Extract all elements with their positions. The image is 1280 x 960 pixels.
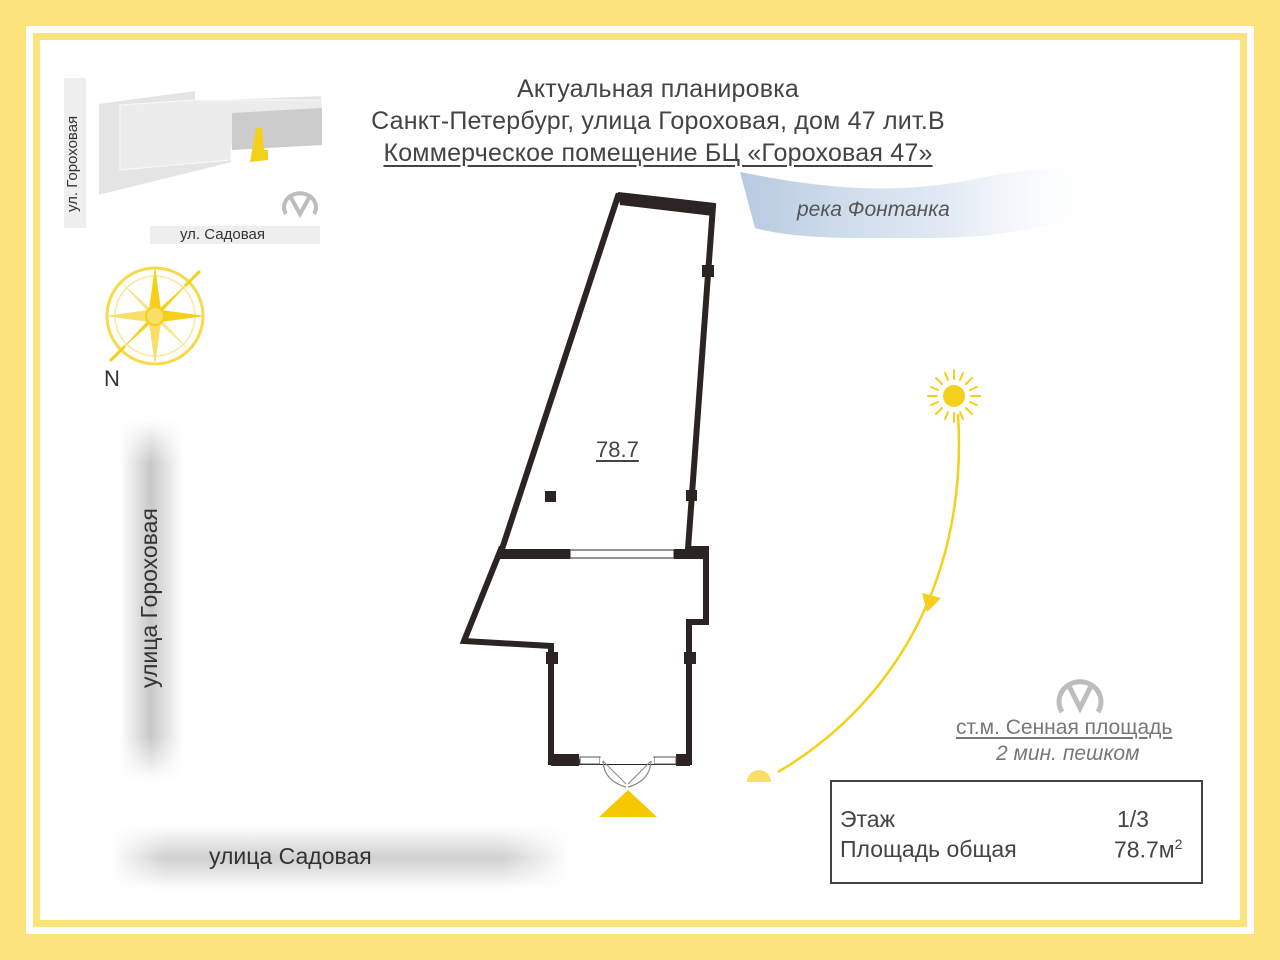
river-label: река Фонтанка — [797, 198, 950, 221]
header-title: Актуальная планировка — [516, 75, 800, 103]
river-shape — [740, 168, 1085, 239]
room-area-label: 78.7 — [596, 437, 639, 462]
minimap-street-sadovaya: ул. Садовая — [180, 226, 265, 243]
floor-value: 1/3 — [1117, 806, 1149, 832]
sun-path — [747, 413, 961, 782]
metro-walk-label: 2 мин. пешком — [996, 742, 1140, 765]
street-sadovaya — [110, 826, 570, 890]
floor-plan — [459, 192, 717, 817]
entrance-arrow-icon — [599, 790, 657, 817]
sun-icon — [927, 369, 981, 423]
area-label: Площадь общая — [840, 836, 1017, 862]
header-address: Санкт-Петербург, улица Гороховая, дом 47… — [371, 107, 945, 135]
minimap — [64, 78, 323, 244]
info-box: Этаж 1/3 Площадь общая 78.7м2 — [830, 780, 1203, 884]
area-value: 78.7м2 — [1114, 836, 1182, 864]
area-value-number: 78.7м — [1114, 836, 1175, 863]
compass-rose-icon — [105, 266, 205, 366]
area-unit-sup: 2 — [1174, 836, 1183, 852]
street-sadovaya-label: улица Садовая — [209, 843, 372, 869]
floor-label: Этаж — [840, 806, 895, 832]
street-gorokhovaya — [120, 420, 182, 780]
header-object: Коммерческое помещение БЦ «Гороховая 47» — [383, 139, 933, 167]
street-gorokhovaya-label: улица Гороховая — [136, 508, 162, 688]
minimap-street-gorokhovaya: ул. Гороховая — [64, 115, 81, 212]
entrance-door-icon — [602, 760, 652, 788]
minimap-metro-icon — [282, 191, 318, 219]
metro-station-label: ст.м. Сенная площадь — [956, 716, 1173, 739]
metro-icon — [1056, 679, 1104, 714]
compass-north-label: N — [104, 366, 120, 391]
